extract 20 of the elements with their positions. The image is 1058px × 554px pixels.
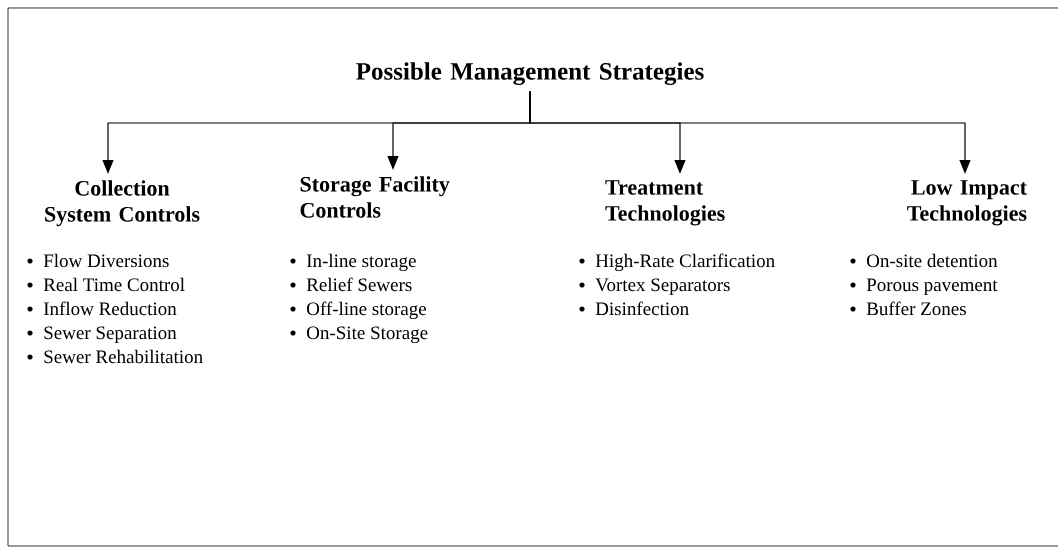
list-item: On-Site Storage	[307, 326, 428, 344]
list-item: Flow Diversions	[43, 253, 169, 268]
list-item: Porous pavement	[866, 278, 998, 296]
category-heading: Storage Facility Controls	[300, 176, 450, 218]
list-item: Disinfection	[595, 301, 689, 316]
list-item: Relief Sewers	[306, 277, 412, 292]
list-item: Buffer Zones	[866, 301, 966, 316]
list-item: Sewer Separation	[44, 326, 177, 344]
title-text: Possible Management Strategies	[356, 62, 704, 86]
list-item: Real Time Control	[43, 277, 185, 292]
list-item: On-site detention	[867, 253, 998, 268]
list-item: Sewer Rehabilitation	[44, 349, 203, 364]
category-heading: Low Impact Technologies	[907, 180, 1027, 226]
category-heading: Treatment Technologies	[605, 180, 725, 226]
list-item: Off-line storage	[307, 301, 426, 320]
list-item: Vortex Separators	[595, 278, 730, 296]
list-item: Inflow Reduction	[43, 301, 177, 316]
list-item: High-Rate Clarification	[595, 253, 775, 272]
category-heading: Collection System Controls	[45, 180, 200, 227]
list-item: In-line storage	[306, 253, 416, 272]
